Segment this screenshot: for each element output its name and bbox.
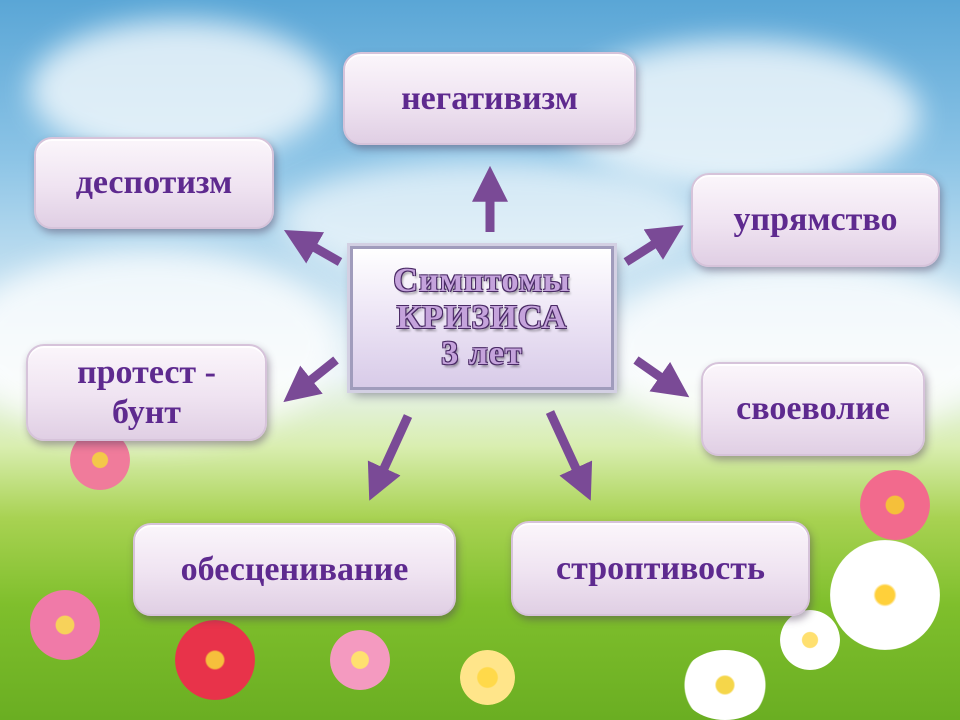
- node-despotism-label: деспотизм: [75, 164, 233, 202]
- arrow-to-devaluation: [367, 414, 413, 501]
- node-protest: протест - бунт: [26, 344, 267, 441]
- node-stubbornness-label: упрямство: [733, 201, 898, 239]
- central-topic-line-3: 3 лет: [441, 335, 523, 373]
- arrow-to-despotism: [283, 229, 343, 266]
- node-despotism: деспотизм: [34, 137, 274, 229]
- central-topic-line-1: Симптомы: [393, 261, 571, 299]
- node-self-will-label: своеволие: [736, 390, 890, 428]
- arrow-to-obstinacy: [545, 410, 593, 501]
- node-devaluation-label: обесценивание: [180, 550, 409, 588]
- central-topic-line-2: КРИЗИСА: [396, 298, 568, 336]
- node-negativism-label: негативизм: [401, 79, 578, 117]
- node-stubbornness: упрямство: [691, 173, 940, 267]
- node-self-will: своеволие: [701, 362, 925, 456]
- central-topic-text: Симптомы КРИЗИСА 3 лет: [393, 261, 571, 373]
- arrow-to-protest: [283, 356, 339, 403]
- node-obstinacy-label: строптивость: [556, 549, 765, 587]
- arrow-to-stubbornness: [623, 225, 684, 266]
- node-devaluation: обесценивание: [133, 523, 456, 616]
- arrow-to-self-will: [633, 356, 690, 398]
- node-protest-label: протест - бунт: [77, 354, 216, 431]
- node-obstinacy: строптивость: [511, 521, 810, 616]
- central-topic-box: Симптомы КРИЗИСА 3 лет: [350, 246, 614, 390]
- node-negativism: негативизм: [343, 52, 636, 145]
